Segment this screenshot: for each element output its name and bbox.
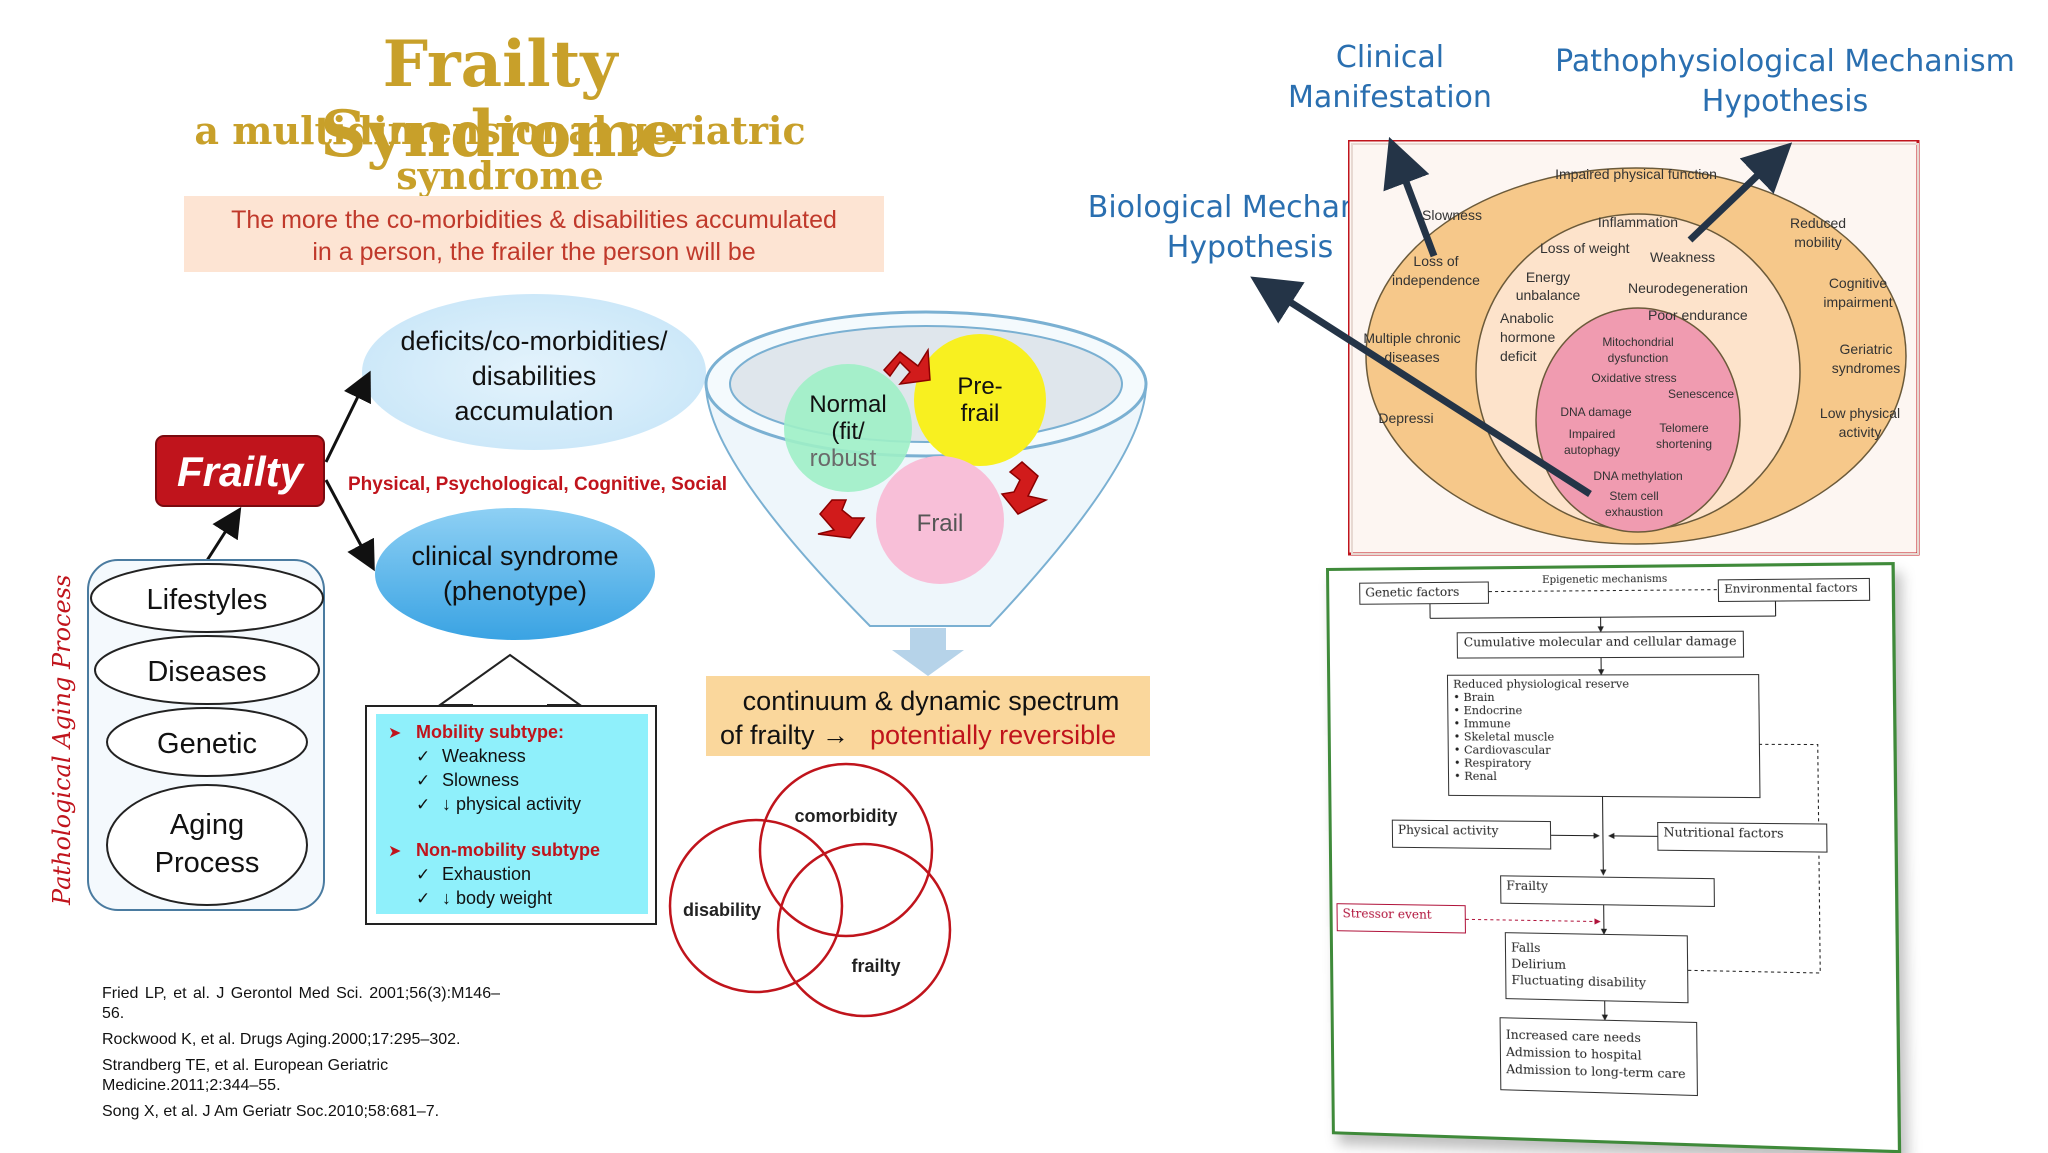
reserve-item-6: • Respiratory — [1454, 757, 1754, 772]
reserve-item-3: • Immune — [1453, 717, 1753, 731]
line-join — [1430, 616, 1776, 618]
flowchart-sheet: Genetic factors Epigenetic mechanisms En… — [1326, 562, 1901, 1153]
line-reserve-down — [1603, 797, 1604, 875]
box-frailty: Frailty — [1500, 875, 1715, 907]
arrow-bio — [1262, 284, 1590, 494]
box-care: Increased care needs Admission to hospit… — [1500, 1017, 1698, 1096]
care-3: Admission to long-term care — [1506, 1061, 1691, 1084]
reserve-item-1: • Brain — [1453, 691, 1753, 704]
box-stressor: Stressor event — [1336, 903, 1465, 933]
reserve-item-2: • Endocrine — [1453, 704, 1753, 717]
line-stressor — [1466, 919, 1600, 921]
box-nutritional: Nutritional factors — [1657, 822, 1827, 853]
reserve-item-4: • Skeletal muscle — [1454, 730, 1754, 744]
box-physical: Physical activity — [1392, 820, 1551, 850]
arrow-patho — [1690, 152, 1782, 240]
box-outcomes: Falls Delirium Fluctuating disability — [1505, 932, 1689, 1003]
flowchart-page: Genetic factors Epigenetic mechanisms En… — [1326, 568, 1886, 1146]
box-cumulative: Cumulative molecular and cellular damage — [1457, 631, 1744, 659]
outcome-3: Fluctuating disability — [1511, 972, 1682, 992]
box-genetic: Genetic factors — [1359, 581, 1489, 604]
reserve-item-5: • Cardiovascular — [1454, 743, 1754, 757]
box-reserve: Reduced physiological reserve • Brain • … — [1447, 674, 1761, 798]
box-environmental: Environmental factors — [1718, 578, 1870, 602]
label-epigenetic: Epigenetic mechanisms — [1532, 574, 1678, 587]
line-epigenetic — [1489, 590, 1718, 592]
reserve-title: Reduced physiological reserve — [1453, 677, 1753, 691]
reserve-item-7: • Renal — [1454, 770, 1754, 785]
arrow-clinical — [1394, 150, 1434, 256]
